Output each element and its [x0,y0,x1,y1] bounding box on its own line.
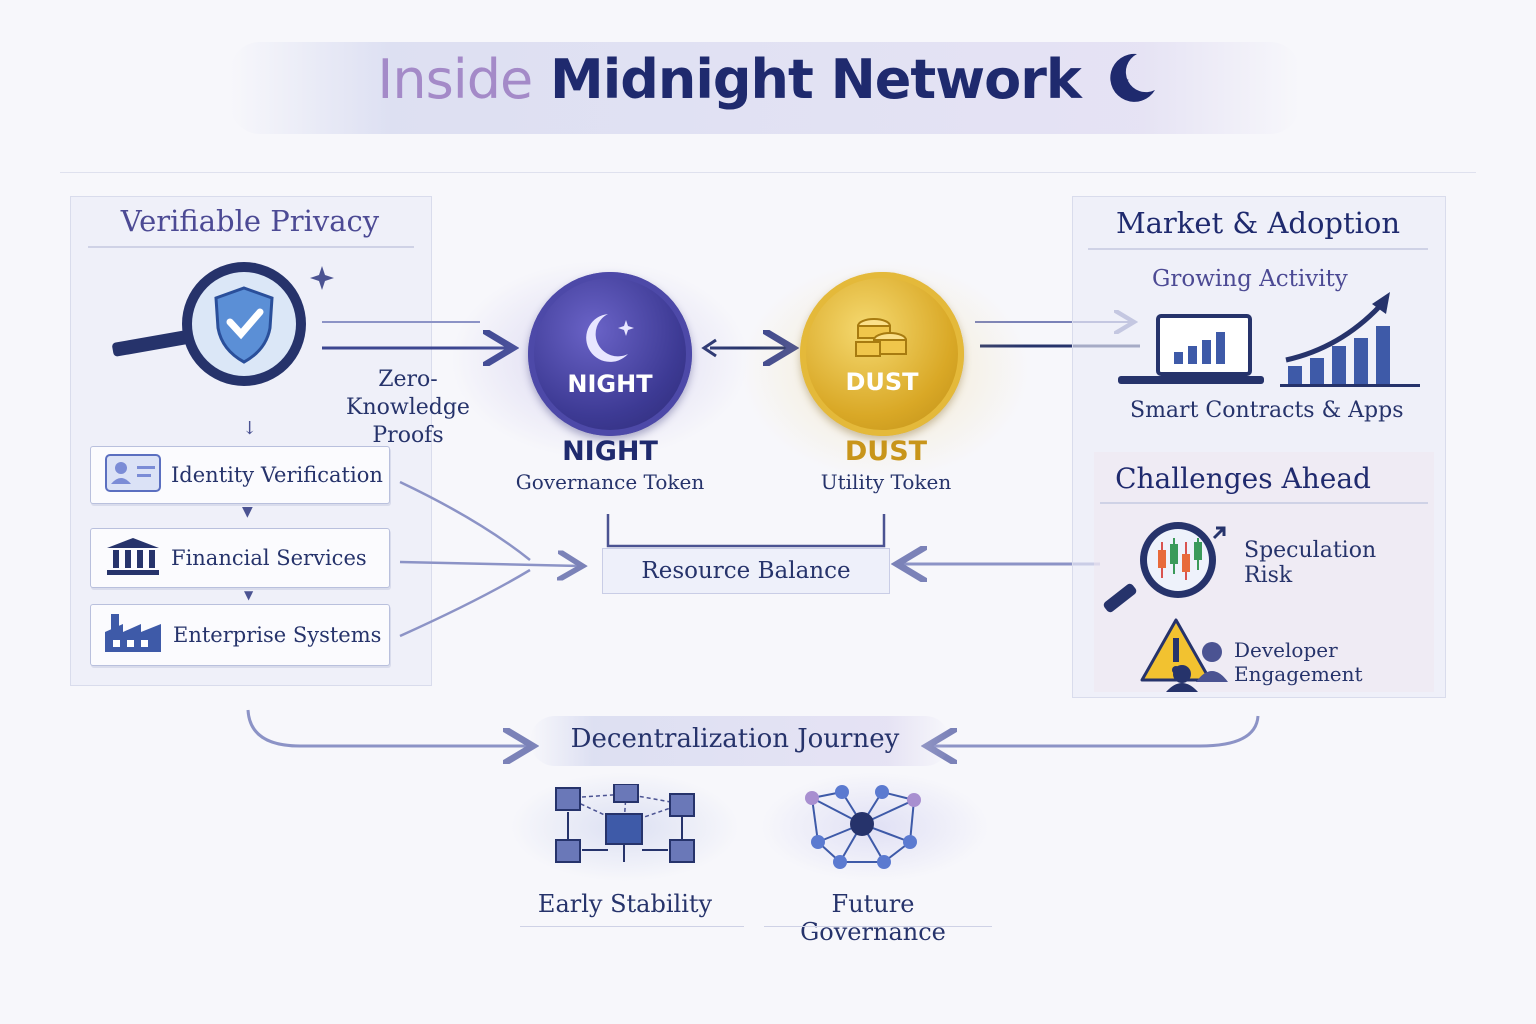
shield-magnifier-icon [108,262,318,412]
dust-token-name: DUST [844,436,928,467]
crescent-moon-star-icon [586,314,634,362]
coin-stack-icon [855,318,907,357]
early-stability-rule [520,926,744,927]
mesh-network-icon [800,784,930,876]
future-governance-glow [760,772,990,882]
title-divider [60,172,1476,173]
market-panel-title: Market & Adoption [1115,206,1401,240]
challenges-panel-title: Challenges Ahead [1115,462,1371,495]
developer-engagement-item[interactable]: Developer Engagement [1140,616,1440,692]
challenges-title-rule [1100,502,1428,504]
decentralization-brush [530,716,950,766]
enterprise-systems-item[interactable]: Enterprise Systems [90,604,390,666]
dust-coin-label: DUST [845,368,919,396]
market-title-rule [1088,248,1428,250]
early-stability-label: Early Stability [537,890,713,918]
privacy-panel-title: Verifiable Privacy [120,204,380,238]
page-title: Inside Midnight Network [0,48,1536,111]
speculation-risk-item[interactable]: Speculation Risk [1100,520,1430,616]
down-arrow: ▼ [244,588,254,602]
candlestick-magnifier-icon [1103,522,1226,613]
laptop-chart-icon [1118,312,1268,388]
decentralization-title: Decentralization Journey [570,724,900,754]
smart-contracts-label: Smart Contracts & Apps [1130,398,1404,423]
id-card-icon [105,454,161,496]
bank-icon [105,536,161,580]
warning-person-icon [1140,618,1228,692]
financial-services-item[interactable]: Financial Services [90,528,390,588]
enterprise-systems-label: Enterprise Systems [173,623,382,647]
dust-token-subtitle: Utility Token [820,470,952,494]
zk-proofs-label: Zero-Knowledge Proofs [346,367,470,448]
growth-chart-icon [1280,288,1420,388]
down-arrow: ↓ [242,418,258,439]
down-arrow: ▼ [242,504,253,520]
financial-services-label: Financial Services [171,546,367,570]
identity-verification-label: Identity Verification [171,463,383,487]
identity-verification-item[interactable]: Identity Verification [90,446,390,504]
night-token-subtitle: Governance Token [515,470,705,494]
factory-icon [103,612,163,658]
resource-balance-box[interactable]: Resource Balance [602,548,890,594]
night-token-name: NIGHT [562,436,658,467]
dust-coin[interactable]: DUST [800,272,964,436]
privacy-title-rule [88,246,414,248]
crescent-moon-star-icon [1103,48,1159,111]
night-coin[interactable]: NIGHT [528,272,692,436]
speculation-risk-label: Speculation Risk [1244,538,1377,588]
server-network-icon [552,783,698,868]
sparkle-icon [308,264,336,292]
future-governance-label: Future Governance [800,890,946,946]
growing-activity-label: Growing Activity [1152,266,1348,292]
developer-engagement-label: Developer Engagement [1234,638,1363,686]
night-coin-label: NIGHT [567,370,653,398]
future-governance-rule [764,926,992,927]
